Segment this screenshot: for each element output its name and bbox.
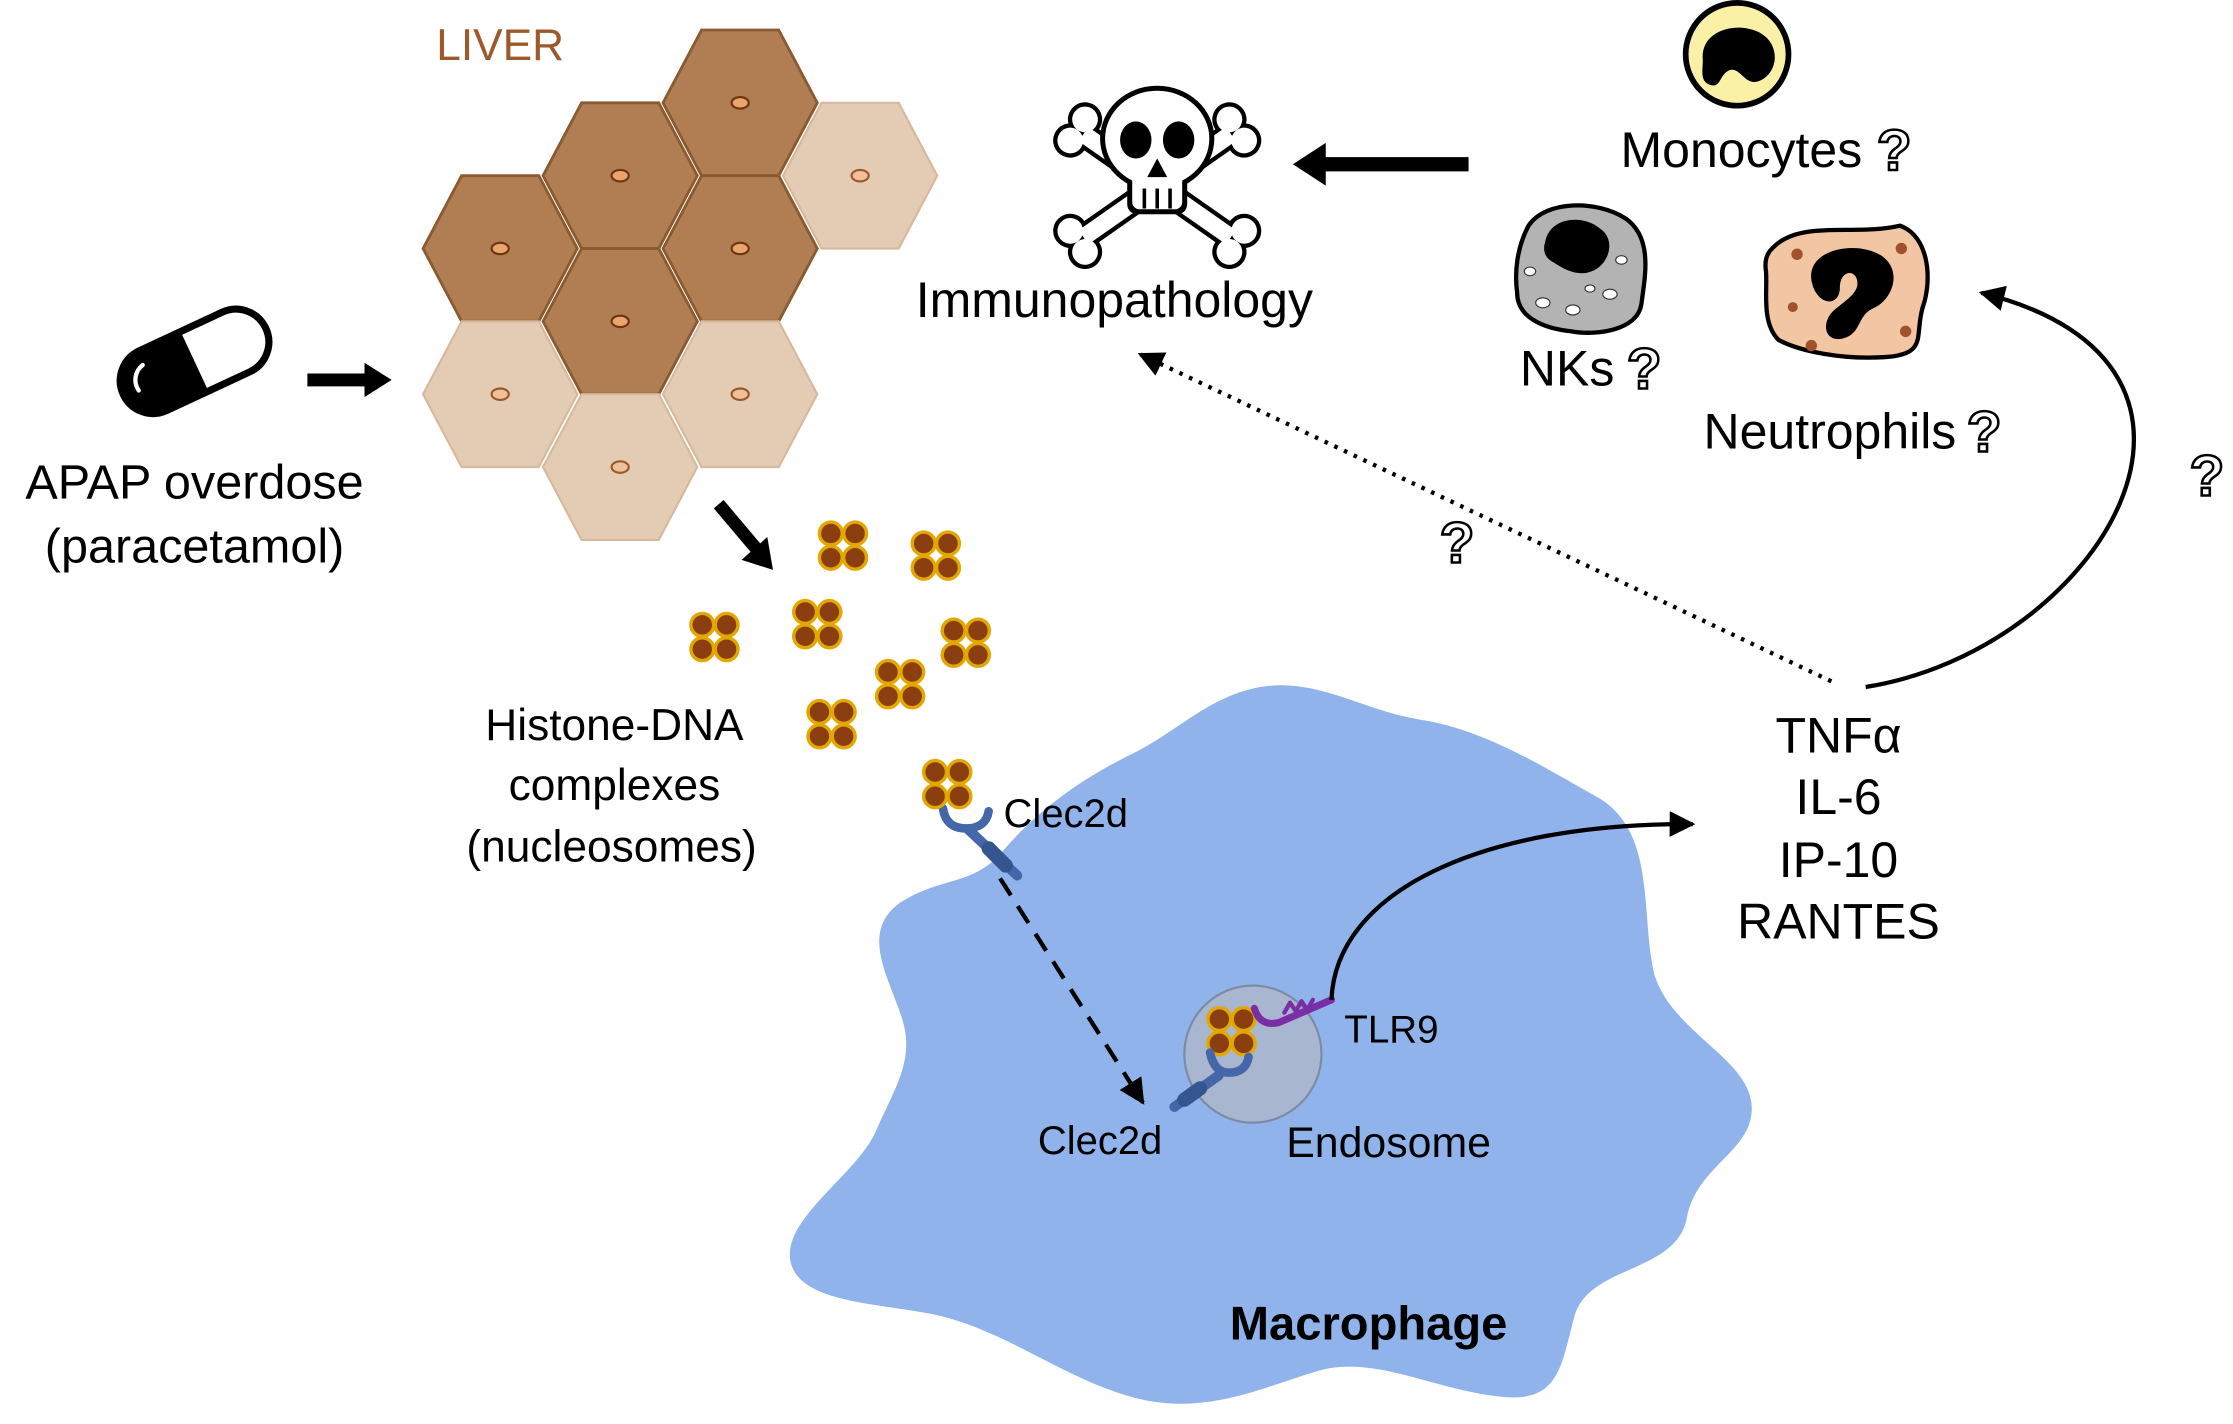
immunopathology-label: Immunopathology xyxy=(916,272,1313,328)
cytokine-il6: IL-6 xyxy=(1795,769,1881,825)
nucleosome xyxy=(817,520,869,571)
uncertain-mark: ? xyxy=(1877,119,1912,183)
uncertain-mark: ? xyxy=(2190,445,2225,509)
nucleosome-label-line1: Histone-DNA xyxy=(485,701,744,750)
clec2d-endosome-label: Clec2d xyxy=(1038,1119,1162,1163)
cytokine-ip10: IP-10 xyxy=(1779,832,1898,888)
arrow-liver-to-nucleosomes xyxy=(713,500,773,570)
nucleosome-label-line2: complexes xyxy=(509,761,721,810)
macrophage-label: Macrophage xyxy=(1230,1297,1508,1350)
tlr9-label: TLR9 xyxy=(1344,1009,1438,1052)
nucleosome xyxy=(791,598,843,650)
nk-cell-icon xyxy=(1513,203,1648,335)
cytokine-recruitment-arrow xyxy=(1865,285,2136,690)
nks-label: NKs xyxy=(1520,341,1614,397)
tlr9-signaling-arrow xyxy=(1329,811,1696,1000)
drug-generic-label: (paracetamol) xyxy=(45,520,344,574)
hepatocyte-healthy xyxy=(541,393,699,541)
nucleosome xyxy=(689,611,740,663)
hepatocyte-damaged xyxy=(541,101,699,250)
internalization-arrow xyxy=(998,877,1145,1105)
hepatocyte-damaged xyxy=(421,174,579,323)
hepatocyte-healthy xyxy=(661,320,819,469)
nucleosome xyxy=(806,698,857,750)
nucleosome xyxy=(874,658,926,710)
hepatocyte-healthy xyxy=(781,101,939,250)
cytokine-tnf: TNFα xyxy=(1775,708,1901,764)
nucleosome-label-line3: (nucleosomes) xyxy=(466,822,756,871)
neutrophils-label: Neutrophils xyxy=(1704,403,1957,459)
liver-label: LIVER xyxy=(436,21,564,70)
uncertain-mark: ? xyxy=(1440,512,1475,576)
monocyte-icon xyxy=(1682,0,1792,109)
uncertain-mark: ? xyxy=(1967,400,2002,464)
skull-crossbones-icon xyxy=(1046,85,1269,276)
hepatocyte-healthy xyxy=(421,320,579,469)
drug-name-label: APAP overdose xyxy=(25,455,363,509)
nucleosome xyxy=(940,617,992,669)
liver-tissue xyxy=(421,28,939,541)
nucleosome-bound xyxy=(921,758,973,810)
clec2d-endosome-receptor xyxy=(1169,1048,1253,1112)
arrow-drug-to-liver xyxy=(307,362,392,398)
pill-icon xyxy=(116,305,273,418)
monocytes-label: Monocytes xyxy=(1621,122,1863,178)
tlr9-receptor xyxy=(1250,996,1336,1027)
cytokine-rantes: RANTES xyxy=(1737,893,1940,949)
clec2d-surface-label: Clec2d xyxy=(1004,792,1128,836)
neutrophil-icon xyxy=(1763,223,1930,360)
endosome-label: Endosome xyxy=(1286,1119,1491,1167)
nucleosome xyxy=(910,530,962,581)
uncertain-mark: ? xyxy=(1627,337,1662,401)
clec2d-surface-receptor xyxy=(938,804,1023,881)
arrow-cells-to-immunopathology xyxy=(1292,142,1469,186)
